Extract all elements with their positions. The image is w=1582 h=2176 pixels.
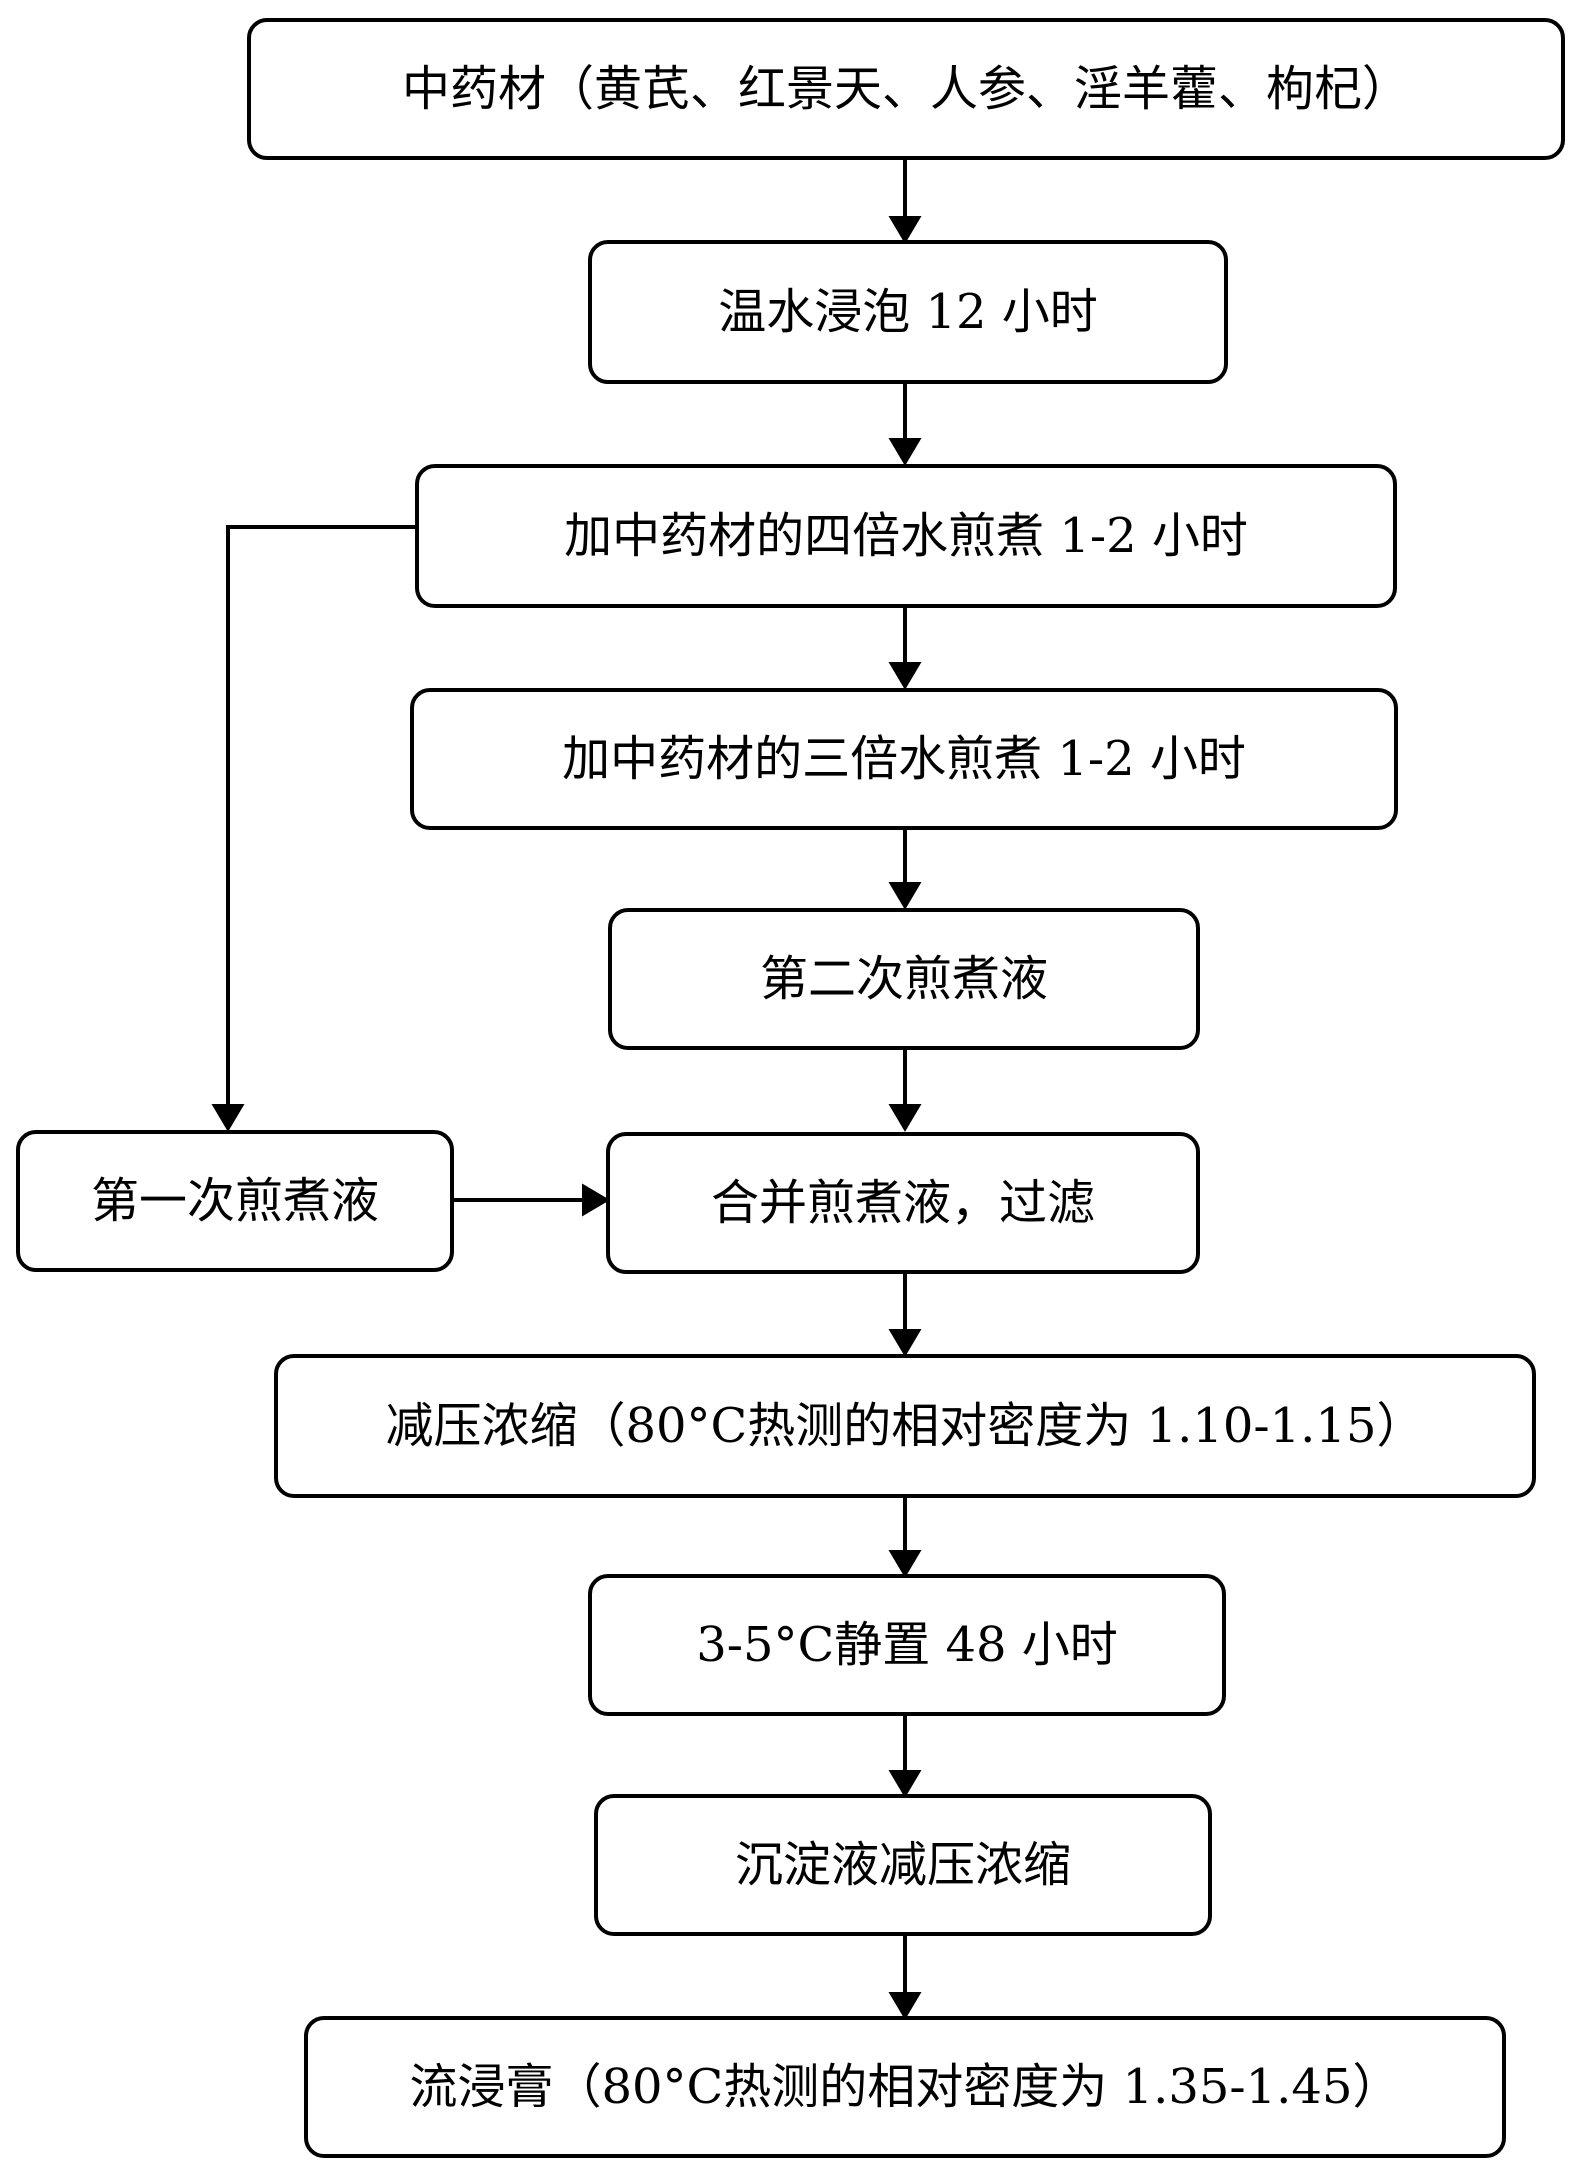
step-combine-filter: 合并煎煮液，过滤 <box>606 1132 1200 1274</box>
step-rest: 3-5°C静置 48 小时 <box>588 1574 1226 1716</box>
arrowhead-raw-to-soak <box>892 218 918 240</box>
arrowhead-rest-to-sediment <box>892 1772 918 1794</box>
step-decoct-first: 加中药材的四倍水煎煮 1-2 小时 <box>415 464 1397 608</box>
arrowhead-second-liquid-to-combine <box>892 1106 918 1128</box>
arrowhead-decoct-second-to-liquid <box>892 884 918 906</box>
arrowhead-soak-to-decoct-first <box>892 440 918 462</box>
arrowhead-first-liquid-to-combine <box>584 1187 606 1213</box>
step-concentrate-label: 减压浓缩（80°C热测的相对密度为 1.10-1.15） <box>385 1402 1424 1450</box>
arrowhead-decoct-first-to-second <box>892 664 918 686</box>
step-decoct-second-label: 加中药材的三倍水煎煮 1-2 小时 <box>562 735 1246 783</box>
step-soak-label: 温水浸泡 12 小时 <box>718 288 1098 336</box>
step-raw-materials: 中药材（黄芪、红景天、人参、淫羊藿、枸杞） <box>247 18 1565 160</box>
arrowhead-sediment-to-extract <box>892 1994 918 2016</box>
step-combine-filter-label: 合并煎煮液，过滤 <box>711 1179 1095 1227</box>
step-rest-label: 3-5°C静置 48 小时 <box>696 1621 1118 1669</box>
arrow-decoct-first-to-first-liquid <box>228 527 417 1118</box>
step-first-decoction-label: 第一次煎煮液 <box>91 1177 379 1225</box>
step-decoct-first-label: 加中药材的四倍水煎煮 1-2 小时 <box>564 512 1248 560</box>
step-sediment-concentrate: 沉淀液减压浓缩 <box>594 1794 1212 1936</box>
step-raw-materials-label: 中药材（黄芪、红景天、人参、淫羊藿、枸杞） <box>402 65 1410 113</box>
step-concentrate: 减压浓缩（80°C热测的相对密度为 1.10-1.15） <box>274 1354 1536 1498</box>
arrowhead-combine-to-concentrate <box>892 1331 918 1353</box>
step-first-decoction: 第一次煎煮液 <box>16 1130 454 1272</box>
step-decoct-second: 加中药材的三倍水煎煮 1-2 小时 <box>410 688 1398 830</box>
arrowhead-decoct-first-to-first-liquid <box>215 1106 241 1128</box>
step-second-decoction-label: 第二次煎煮液 <box>760 955 1048 1003</box>
step-soak: 温水浸泡 12 小时 <box>588 240 1228 384</box>
step-sediment-concentrate-label: 沉淀液减压浓缩 <box>735 1841 1071 1889</box>
step-extract-label: 流浸膏（80°C热测的相对密度为 1.35-1.45） <box>409 2063 1400 2111</box>
arrowhead-concentrate-to-rest <box>892 1552 918 1574</box>
step-second-decoction: 第二次煎煮液 <box>608 908 1200 1050</box>
step-extract: 流浸膏（80°C热测的相对密度为 1.35-1.45） <box>304 2016 1506 2158</box>
